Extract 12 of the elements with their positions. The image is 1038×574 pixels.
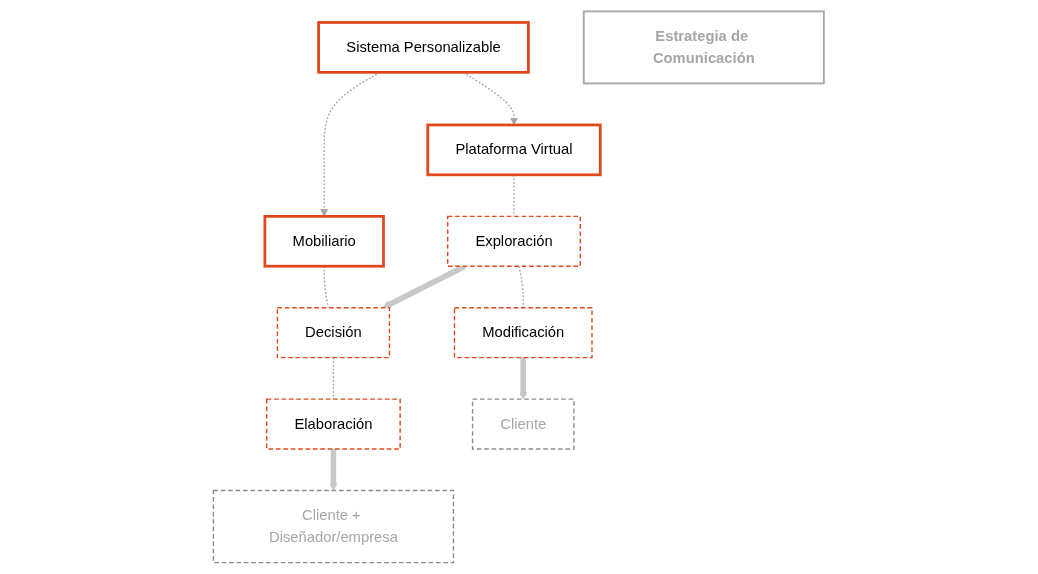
node-box: Decisión — [277, 307, 391, 359]
node-box: Estrategia de Comunicación — [583, 10, 826, 85]
node-box: Exploración — [447, 215, 582, 267]
node-box: Cliente + Diseñador/empresa — [213, 489, 455, 564]
arrow — [519, 357, 528, 400]
node-box: Plataforma Virtual — [426, 123, 603, 177]
node-box: Elaboración — [266, 398, 402, 450]
arrow — [329, 449, 338, 491]
node-box: Cliente — [472, 398, 575, 450]
node-box: Modificación — [454, 307, 594, 359]
node-box: Mobiliario — [263, 215, 386, 268]
node-box: Sistema Personalizable — [317, 21, 531, 74]
